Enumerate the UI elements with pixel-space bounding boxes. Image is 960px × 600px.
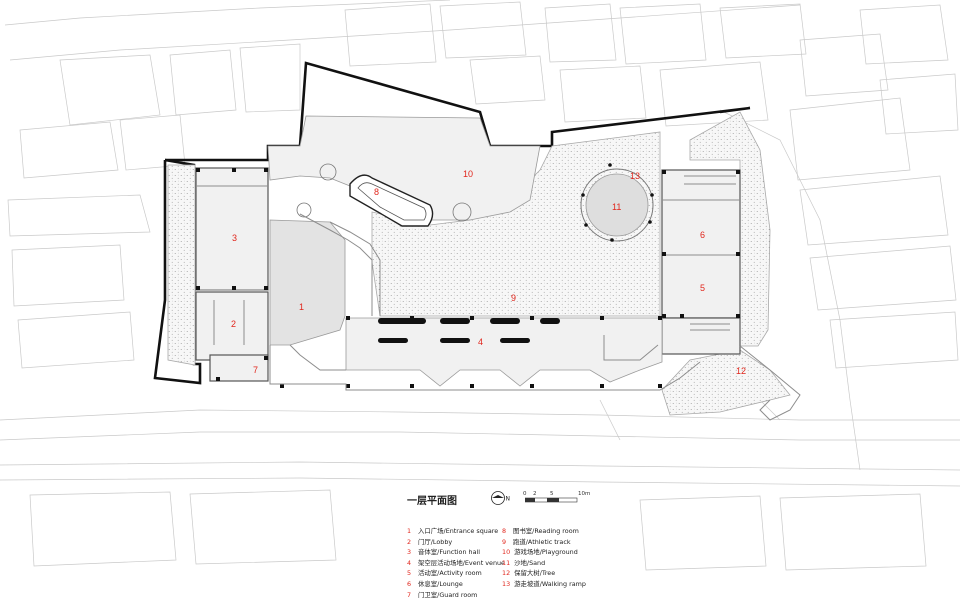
room-label-6: 6 <box>700 230 705 240</box>
legend-item: 4 架空层活动场地/Event venue <box>407 558 505 569</box>
playground <box>267 115 541 221</box>
east-building <box>661 169 741 355</box>
legend-item: 1 入口广场/Entrance square <box>407 526 505 537</box>
room-labels: 1 2 3 4 5 6 7 8 9 10 11 12 13 <box>231 169 746 376</box>
legend-num: 10 <box>502 548 511 557</box>
north-arrow-icon: N <box>491 491 511 505</box>
legend-item: 2 门厅/Lobby <box>407 537 505 548</box>
room-label-12: 12 <box>736 366 746 376</box>
room-label-7: 7 <box>253 365 258 375</box>
legend-label: 门卫室/Guard room <box>418 590 478 599</box>
room-label-8: 8 <box>374 187 379 197</box>
legend-num: 13 <box>502 579 511 588</box>
legend-label: 游走坡道/Walking ramp <box>514 579 586 588</box>
legend-item: 5 活动室/Activity room <box>407 568 505 579</box>
legend-item: 3 音体室/Function hall <box>407 547 505 558</box>
entrance-square <box>269 219 346 346</box>
legend-label: 入口广场/Entrance square <box>418 527 499 535</box>
scale-tick-2: 2 <box>533 491 537 497</box>
legend-num: 7 <box>407 590 412 599</box>
athletic-track <box>371 131 661 317</box>
room-label-13: 13 <box>630 171 640 181</box>
legend-item: 7 门卫室/Guard room <box>407 590 505 600</box>
east-site-line <box>739 345 801 421</box>
legend-num: 5 <box>407 569 412 578</box>
legend-label: 休息室/Lounge <box>418 579 463 588</box>
legend-item: 9 跑道/Athletic track <box>502 537 586 548</box>
legend-num: 11 <box>502 558 511 567</box>
east-planting <box>689 111 771 347</box>
legend-num: 4 <box>407 558 412 567</box>
context-buildings <box>0 0 960 571</box>
legend-label: 图书室/Reading room <box>513 527 579 535</box>
north-label: N <box>506 496 511 503</box>
legend-num: 1 <box>407 527 412 535</box>
sand-pit <box>580 163 654 242</box>
room-label-3: 3 <box>232 233 237 243</box>
room-label-4: 4 <box>478 337 483 347</box>
legend-num: 2 <box>407 537 412 546</box>
legend-num: 3 <box>407 548 412 557</box>
room-label-10: 10 <box>463 169 473 179</box>
legend-label: 跑道/Athletic track <box>513 537 571 546</box>
legend-item: 8 图书室/Reading room <box>502 526 586 537</box>
legend-label: 音体室/Function hall <box>418 548 481 557</box>
room-label-2: 2 <box>231 319 236 329</box>
legend-label: 门厅/Lobby <box>418 537 453 546</box>
scale-tick-0: 0 <box>523 491 527 497</box>
drawing-title: 一层平面图 <box>407 496 457 507</box>
tree-area-12 <box>661 349 791 416</box>
scale-bar <box>525 497 578 503</box>
west-building <box>195 167 269 382</box>
legend-label: 架空层活动场地/Event venue <box>418 558 505 567</box>
room-label-5: 5 <box>700 283 705 293</box>
room-label-9: 9 <box>511 293 516 303</box>
room-label-11: 11 <box>612 202 621 212</box>
scale-tick-5: 5 <box>550 491 554 497</box>
legend-label: 沙地/Sand <box>514 558 546 567</box>
event-venue <box>269 316 701 391</box>
legend-num: 9 <box>502 537 507 546</box>
reading-room <box>296 163 472 316</box>
legend-num: 12 <box>502 569 511 578</box>
legend-label: 游戏场地/Playground <box>514 548 578 557</box>
legend-left-column: 1 入口广场/Entrance square 2 门厅/Lobby 3 音体室/Fun… <box>407 526 505 600</box>
legend-label: 保留大树/Tree <box>514 569 556 578</box>
scale-tick-10: 10m <box>578 491 591 497</box>
legend-num: 8 <box>502 527 507 535</box>
room-label-1: 1 <box>299 302 304 312</box>
west-planting <box>167 164 196 366</box>
legend-label: 活动室/Activity room <box>418 569 482 578</box>
legend-item: 6 休息室/Lounge <box>407 579 505 590</box>
legend-num: 6 <box>407 579 412 588</box>
